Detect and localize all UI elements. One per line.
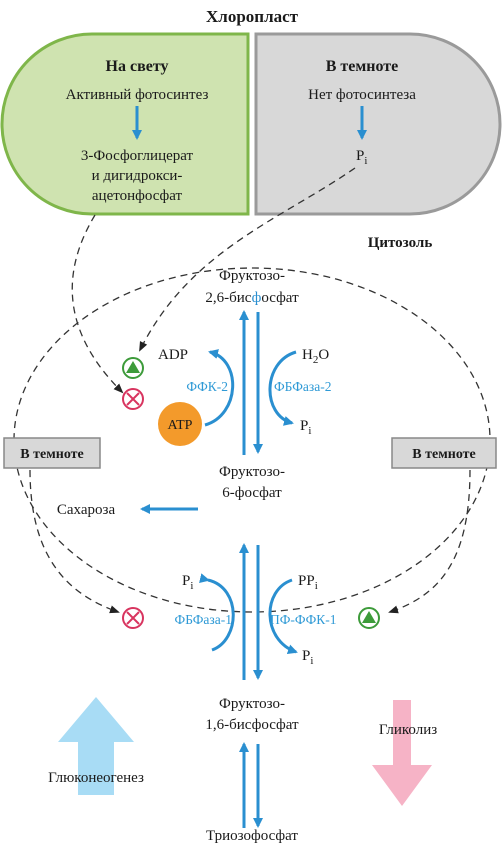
upper-right-curve [268,350,297,426]
atp-label: ATP [168,418,193,433]
cytosol-label: Цитозоль [368,235,433,251]
fbpase1-enzyme-label: ФБФаза-1 [175,612,232,627]
dashed-signal-right-to-pfp [388,469,471,614]
pfk2-enzyme-label: ФФК-2 [186,379,228,394]
dark-pi-label: Pi [356,148,367,167]
f6p-line1: Фруктозо- [219,464,285,480]
fbpase2-enzyme-label: ФБФаза-2 [274,379,331,394]
pfp-activator-icon [358,607,380,629]
fbpase1-inhibitor-icon [122,607,144,629]
chloroplast-title: Хлоропласт [206,7,299,26]
glycolysis-label: Гликолиз [379,722,437,738]
dashed-signal-dark-pi-to-activator [139,167,356,352]
h2o-label: H2O [302,347,329,366]
dark-box-left [3,437,101,469]
f16bp-line1: Фруктозо- [219,696,285,712]
light-photosynthesis-label: Активный фотосинтез [66,87,209,103]
f26bp-line2: 2,6-бисфосфат [205,290,299,306]
ppi-label: PPi [298,573,318,592]
upper-left-curve [204,349,235,427]
dark-header: В темноте [326,58,399,75]
dark-box-left-label: В темноте [20,447,83,462]
gluconeogenesis-label: Глюконеогенез [48,770,144,786]
light-header: На свету [106,58,169,75]
dashed-signal-left-to-fbpase1 [29,469,120,614]
dashed-signal-light-to-inhibitor [71,214,124,394]
gluconeogenesis-big-arrow [58,697,134,795]
lower-pi-out-label: Pi [302,648,313,667]
light-product-line1: 3-Фосфоглицерат [81,148,194,164]
chloroplast-light-compartment [0,32,250,216]
light-product-line2: и дигидрокси- [92,168,183,184]
pfp-pfk1-enzyme-label: ПФ-ФФК-1 [270,612,337,627]
f16bp-line2: 1,6-бисфосфат [205,717,299,733]
adp-label: ADP [158,347,188,363]
light-product-line3: ацетонфосфат [92,188,183,204]
f6p-line2: 6-фосфат [222,485,282,501]
lower-left-curve [199,573,235,652]
lower-right-curve [268,578,298,655]
pfk2-inhibitor-icon [122,388,144,410]
chloroplast-dark-compartment [254,32,502,216]
upper-pi-label: Pi [300,418,311,437]
dark-no-photosynthesis-label: Нет фотосинтеза [308,87,416,103]
dark-box-right [391,437,497,469]
f26bp-line1: Фруктозо- [219,268,285,284]
lower-pi-left-label: Pi [182,573,193,592]
pfk2-activator-icon [122,357,144,379]
glycolysis-big-arrow [372,700,432,806]
dark-box-right-label: В темноте [412,447,475,462]
triose-phosphate-label: Триозофосфат [206,828,298,844]
sucrose-label: Сахароза [57,502,116,518]
atp-badge [158,402,202,446]
